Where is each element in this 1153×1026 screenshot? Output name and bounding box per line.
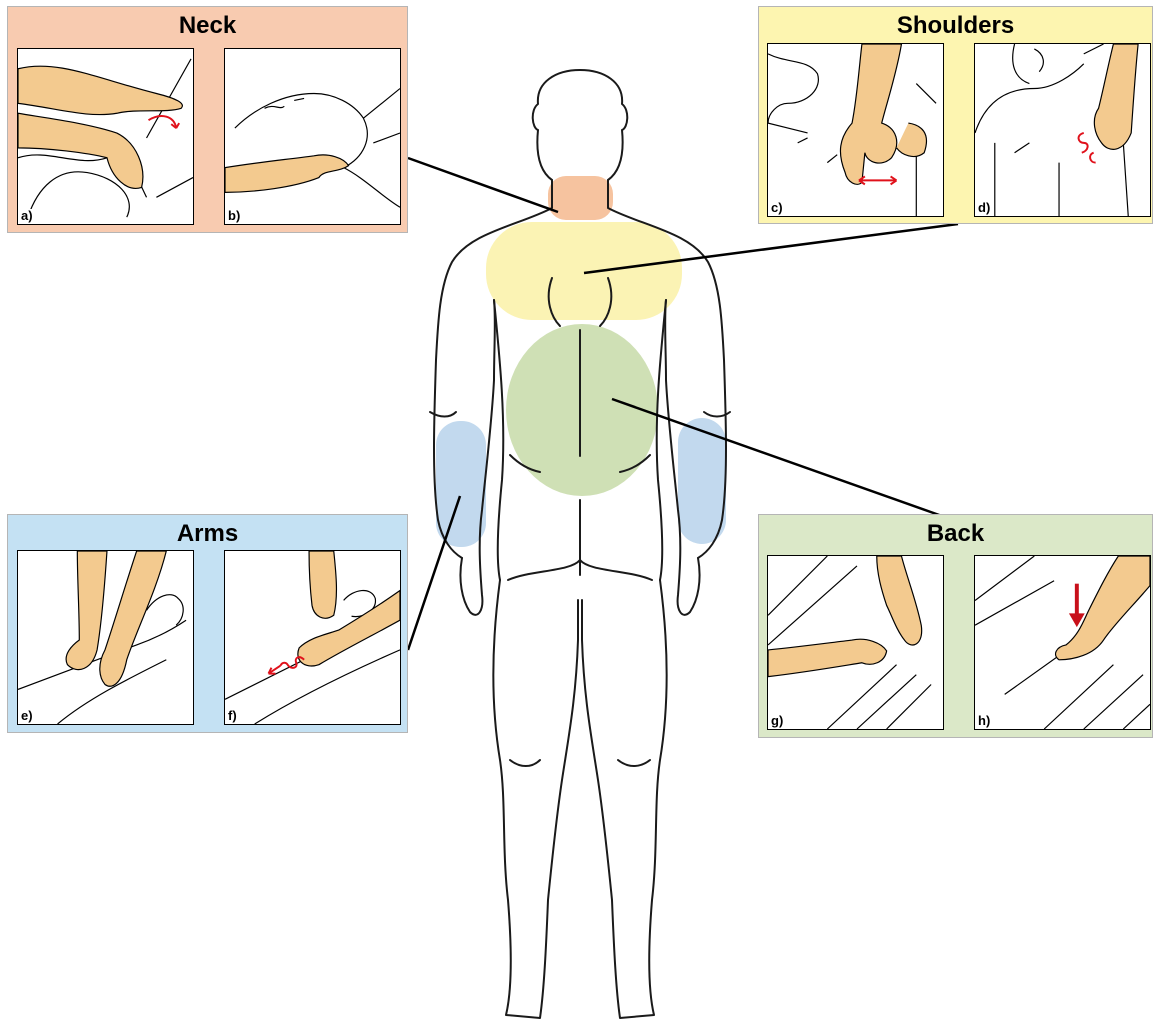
back-zone (506, 324, 658, 496)
neck-image-a: a) (17, 48, 194, 225)
back-connector (612, 399, 942, 516)
massage-hand-icon (840, 44, 901, 184)
label-b: b) (228, 209, 240, 222)
massage-hand-icon (1056, 556, 1150, 660)
shoulders-panel: Shoulders c) d) (758, 6, 1153, 224)
arms-panel-title: Arms (8, 522, 407, 546)
back-image-g: g) (767, 555, 944, 730)
shoulders-massage-c-illustration (768, 44, 943, 216)
back-panel: Back g) h) (758, 514, 1153, 738)
shoulders-massage-d-illustration (975, 44, 1150, 216)
left-arm-zone (436, 421, 486, 547)
massage-hand-icon (66, 551, 107, 670)
arms-connector (408, 496, 460, 650)
label-d: d) (978, 201, 990, 214)
label-c: c) (771, 201, 783, 214)
neck-image-b: b) (224, 48, 401, 225)
label-h: h) (978, 714, 990, 727)
shoulders-image-c: c) (767, 43, 944, 217)
back-image-h: h) (974, 555, 1151, 730)
label-e: e) (21, 709, 33, 722)
back-panel-title: Back (759, 522, 1152, 546)
massage-hand-icon (877, 556, 922, 645)
arms-image-e: e) (17, 550, 194, 725)
arms-panel: Arms e) f) (7, 514, 408, 733)
massage-hand-icon (309, 551, 336, 618)
arms-massage-f-illustration (225, 551, 400, 724)
neck-panel-title: Neck (8, 14, 407, 38)
label-g: g) (771, 714, 783, 727)
neck-connector (408, 158, 558, 212)
shoulder-zone (486, 222, 682, 320)
arms-massage-e-illustration (18, 551, 193, 724)
label-f: f) (228, 709, 237, 722)
label-a: a) (21, 209, 33, 222)
spiral-arrow-icon (1079, 133, 1096, 163)
neck-massage-b-illustration (225, 49, 400, 224)
back-massage-h-illustration (975, 556, 1150, 729)
shoulders-panel-title: Shoulders (759, 14, 1152, 38)
neck-panel: Neck a) b) (7, 6, 408, 233)
massage-hand-icon (18, 66, 182, 115)
arms-image-f: f) (224, 550, 401, 725)
shoulders-image-d: d) (974, 43, 1151, 217)
massage-hand-icon (225, 155, 349, 192)
neck-zone (548, 176, 613, 220)
back-massage-g-illustration (768, 556, 943, 729)
neck-massage-a-illustration (18, 49, 193, 224)
massage-hand-icon (1094, 44, 1138, 149)
